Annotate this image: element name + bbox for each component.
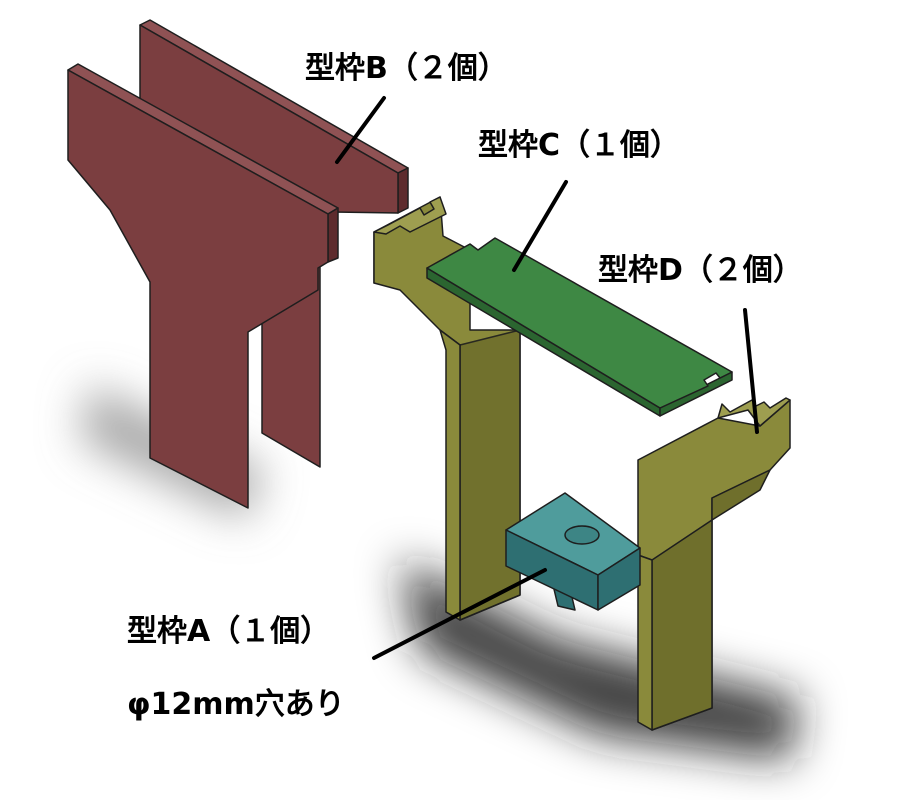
part-b-plates: [67, 19, 409, 509]
part-c-plate: [426, 237, 733, 417]
label-part-a-hole-note: φ12mm穴あり: [127, 687, 345, 722]
leader-line-c: [512, 180, 568, 272]
label-part-d: 型枠D（２個）: [598, 253, 803, 288]
leader-line-a: [372, 568, 547, 660]
label-part-b: 型枠B（２個）: [305, 51, 508, 86]
mounting-hole: [564, 525, 600, 545]
part-d-right-support: [637, 397, 791, 731]
label-part-c: 型枠C（１個）: [478, 128, 681, 163]
part-a-block: [505, 492, 641, 611]
leader-line-b: [335, 96, 386, 164]
label-part-a: 型枠A（１個）: [127, 614, 331, 649]
part-d-left-support: [373, 196, 521, 621]
leader-lines: [335, 96, 759, 660]
leader-line-d: [743, 308, 759, 434]
part-b-front-plate: [67, 63, 339, 509]
